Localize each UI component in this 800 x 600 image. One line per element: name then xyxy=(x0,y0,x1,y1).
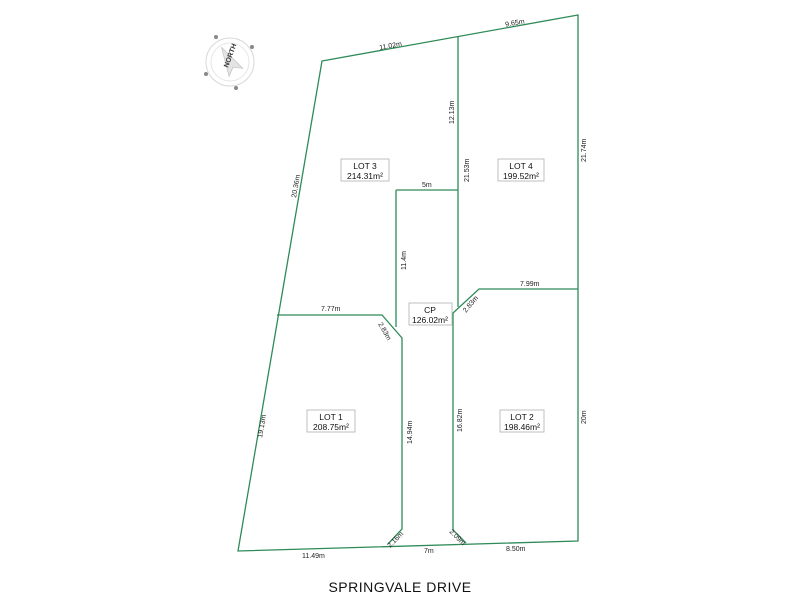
dim-cp-top: 5m xyxy=(422,182,432,189)
dim-mid-upper: 12.13m xyxy=(449,100,456,124)
dim-left-lower: 19.13m xyxy=(257,414,268,438)
compass-dot-icon xyxy=(214,35,218,39)
cp-name: CP xyxy=(424,305,436,315)
lot-labels: LOT 3 214.31m² LOT 4 199.52m² CP 126.02m… xyxy=(306,158,545,433)
lot-2-name: LOT 2 xyxy=(510,412,534,422)
lot-1-name: LOT 1 xyxy=(319,412,343,422)
compass-dot-icon xyxy=(204,72,208,76)
dim-lot1-top: 7.77m xyxy=(321,306,341,313)
lot-3-area: 214.31m² xyxy=(347,171,383,181)
compass-dot-icon xyxy=(250,45,254,49)
lot1-north-boundary xyxy=(277,314,403,545)
lot-2-label: LOT 2 198.46m² xyxy=(499,409,545,433)
lot-2-area: 198.46m² xyxy=(504,422,540,432)
street-name: SPRINGVALE DRIVE xyxy=(328,579,472,595)
dim-top-right: 9.65m xyxy=(505,18,526,28)
dim-lot2-chamfer: 2.83m xyxy=(462,295,480,315)
lot-4-label: LOT 4 199.52m² xyxy=(497,158,545,182)
cp-area: 126.02m² xyxy=(412,315,448,325)
dim-top-left: 11.02m xyxy=(379,41,403,52)
outer-boundary xyxy=(237,14,579,552)
dim-cp-right-lower: 16.82m xyxy=(457,408,464,432)
lot2-north-boundary xyxy=(452,288,578,544)
lot-1-label: LOT 1 208.75m² xyxy=(306,409,356,433)
dim-cp-left-upper: 11.4m xyxy=(401,251,408,270)
lot-1-area: 208.75m² xyxy=(313,422,349,432)
dim-bottom-right: 8.50m xyxy=(506,546,526,553)
dim-bottom-mid: 7m xyxy=(424,548,434,555)
dim-right-lower: 20m xyxy=(581,410,588,424)
lot-boundaries xyxy=(237,14,579,552)
lot-3-name: LOT 3 xyxy=(353,161,377,171)
dim-bottom-left: 11.49m xyxy=(302,553,325,560)
dim-right-upper: 21.74m xyxy=(581,138,588,162)
dim-lot2-top: 7.99m xyxy=(520,281,540,288)
cp-label: CP 126.02m² xyxy=(408,302,453,326)
dim-left-upper: 20.36m xyxy=(291,174,302,198)
dim-cp-left-lower: 14.94m xyxy=(407,420,414,444)
compass-dot-icon xyxy=(234,86,238,90)
dim-mid-lot4: 21.53m xyxy=(464,158,471,182)
lot-3-label: LOT 3 214.31m² xyxy=(340,158,390,182)
north-arrow: NORTH xyxy=(204,35,255,90)
lot-4-name: LOT 4 xyxy=(509,161,533,171)
lot-4-area: 199.52m² xyxy=(503,171,539,181)
